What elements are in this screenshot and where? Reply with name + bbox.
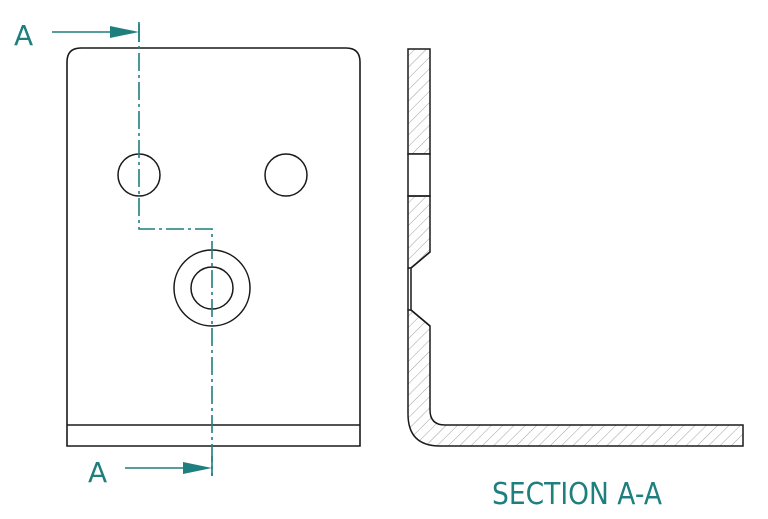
cutting-plane-label-bottom: A xyxy=(88,456,107,489)
section-arrow-top xyxy=(52,26,139,38)
section-arrow-bottom xyxy=(125,462,212,474)
section-hole-gap xyxy=(407,153,431,197)
section-view xyxy=(407,48,744,447)
cutting-plane-line xyxy=(138,22,213,476)
section-title: SECTION A-A xyxy=(492,477,662,512)
arrowhead-icon xyxy=(110,26,139,38)
plate-outline xyxy=(66,47,361,447)
cutting-plane-label-top: A xyxy=(14,19,33,52)
section-top-segment xyxy=(407,48,431,155)
arrowhead-icon xyxy=(183,462,212,474)
section-middle-segment xyxy=(407,195,431,269)
plain-hole-right xyxy=(264,153,308,197)
section-bend-segment xyxy=(407,309,744,447)
front-view xyxy=(66,47,361,447)
